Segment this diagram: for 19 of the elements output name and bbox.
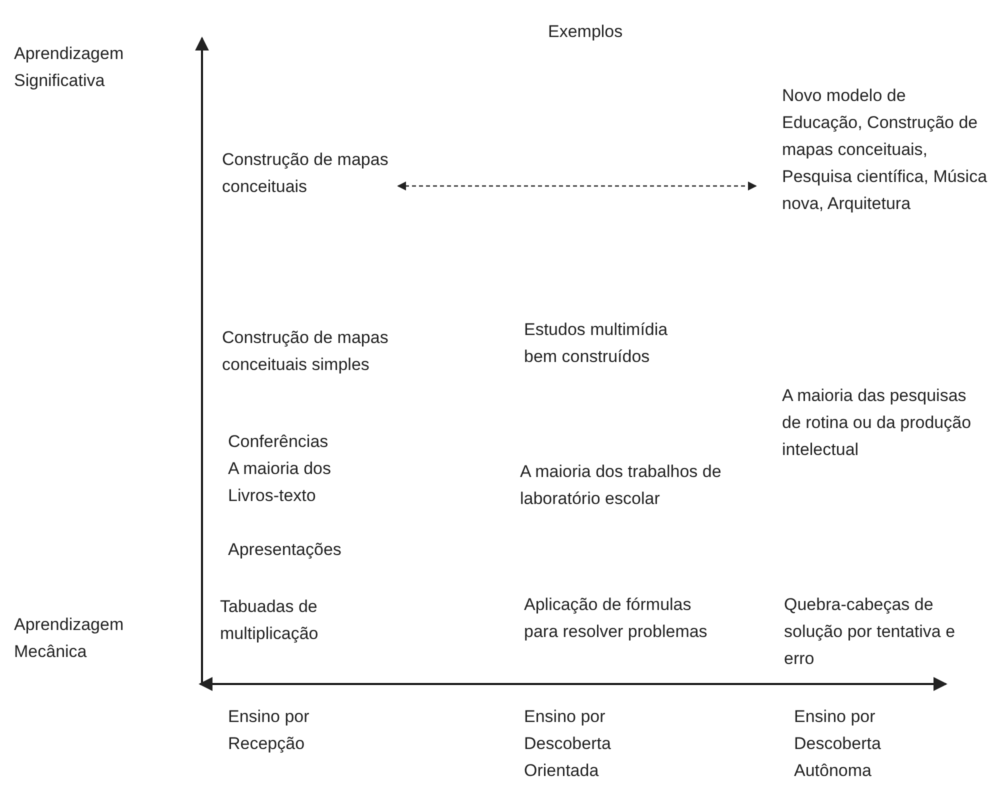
example-text: Novo modelo de Educação, Construção de mapas conceituais, Pesquisa científica, Música nova, Arquitetura	[782, 82, 988, 217]
example-text: Construção de mapas conceituais	[222, 146, 392, 200]
example-text: Aplicação de fórmulas para resolver problemas	[524, 594, 708, 643]
example-text: Tabuadas de multiplicação	[220, 596, 320, 645]
arrow	[397, 181, 757, 191]
axis-label: Aprendizagem Significativa	[14, 43, 125, 92]
heading: Exemplos	[548, 21, 624, 43]
example-text: Quebra-cabeças de solução por tentativa e erro	[784, 594, 956, 670]
example-text: Conferências	[228, 431, 330, 453]
example-text: Estudos multimídia bem construídos	[524, 319, 669, 368]
example-text: Apresentações	[228, 539, 342, 561]
axis-label: Ensino por Descoberta Autônoma	[794, 706, 882, 782]
example-text: Construção de mapas conceituais simples	[222, 327, 390, 376]
example-text: A maioria dos trabalhos de laboratório escolar	[520, 461, 722, 510]
example-text: A maioria dos Livros-texto	[228, 458, 332, 507]
axis-label: Ensino por Recepção	[228, 706, 310, 755]
example-text: A maioria das pesquisas de rotina ou da produção intelectual	[782, 385, 972, 461]
axis-label: Ensino por Descoberta Orientada	[524, 706, 612, 782]
axis-label: Aprendizagem Mecânica	[14, 614, 125, 663]
